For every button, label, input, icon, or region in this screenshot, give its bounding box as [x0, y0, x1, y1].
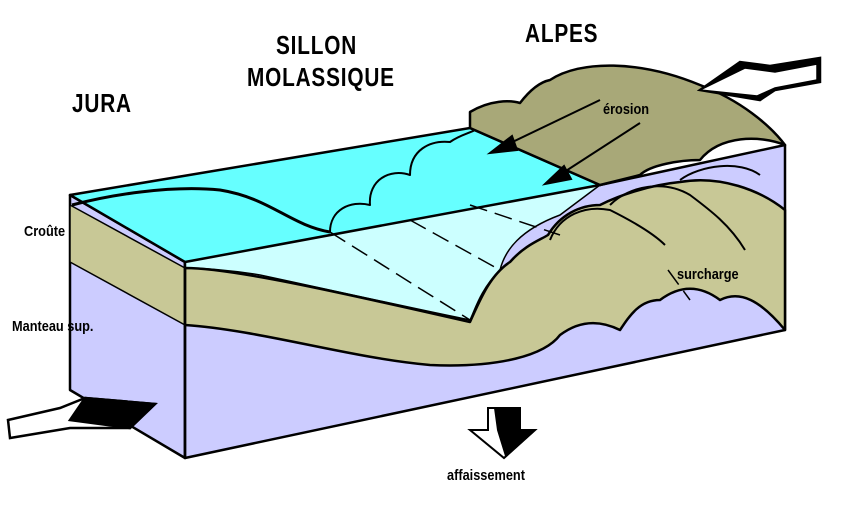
jura-relief	[71, 187, 331, 234]
label-alpes: ALPES	[525, 18, 599, 48]
subsidence-arrow	[467, 407, 538, 460]
label-manteau: Manteau sup.	[12, 318, 94, 335]
label-sillon: SILLON	[276, 30, 358, 60]
alps-mountains	[468, 64, 787, 187]
label-erosion: érosion	[603, 101, 650, 118]
label-molassique: MOLASSIQUE	[247, 62, 395, 92]
sea-section	[184, 184, 601, 321]
label-surcharge: surcharge	[677, 266, 739, 283]
label-croute: Croûte	[24, 223, 66, 240]
front-face-crust	[183, 179, 787, 367]
compression-arrow-left	[6, 396, 158, 440]
thrust-lobes	[549, 164, 761, 251]
molasse-lobes	[329, 129, 476, 233]
label-jura: JURA	[72, 88, 132, 118]
compression-arrow-right	[696, 56, 822, 102]
label-affaissement: affaissement	[447, 467, 525, 484]
erosion-arrows	[486, 99, 641, 186]
